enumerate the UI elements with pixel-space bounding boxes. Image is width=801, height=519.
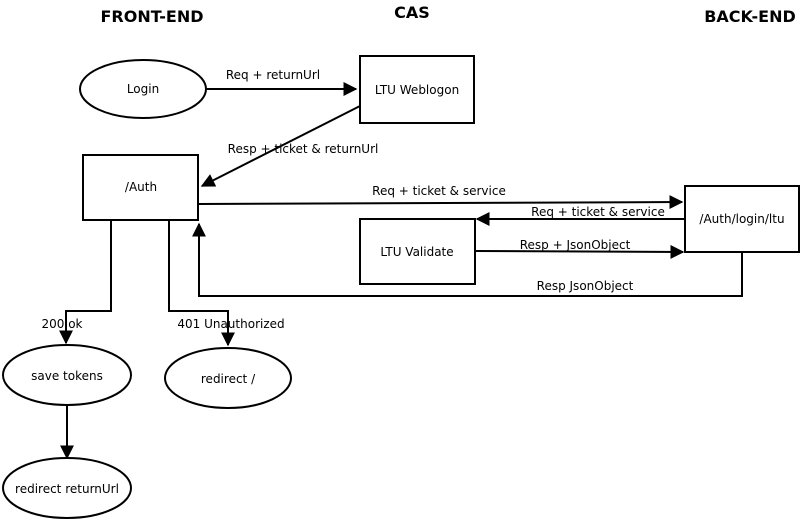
edge-label-req-ticket-service-backend: Req + ticket & service xyxy=(372,184,506,198)
node-save-tokens: save tokens xyxy=(2,344,132,406)
node-auth-login-ltu-label: /Auth/login/ltu xyxy=(699,212,784,226)
edge-login-to-weblogon: Req + returnUrl xyxy=(206,68,358,96)
edge-label-401-unauthorized: 401 Unauthorized xyxy=(177,317,284,331)
node-login-label: Login xyxy=(127,82,159,96)
edge-label-req-return-url: Req + returnUrl xyxy=(226,68,320,82)
node-auth: /Auth xyxy=(82,154,199,221)
header-cas: CAS xyxy=(394,3,430,22)
edge-auth-to-backend: Req + ticket & service xyxy=(197,184,684,210)
edge-label-resp-json-object-validate: Resp + JsonObject xyxy=(520,238,631,252)
node-redirect-root: redirect / xyxy=(164,347,292,409)
edge-auth-to-redirect-root: 401 Unauthorized xyxy=(168,220,285,347)
node-save-tokens-label: save tokens xyxy=(31,369,103,383)
node-redirect-return-url-label: redirect returnUrl xyxy=(15,482,119,496)
edge-backend-to-auth: Resp JsonObject xyxy=(192,222,743,297)
edge-validate-to-backend: Resp + JsonObject xyxy=(474,238,685,259)
node-ltu-validate: LTU Validate xyxy=(359,218,476,285)
node-redirect-return-url: redirect returnUrl xyxy=(2,457,132,519)
node-ltu-weblogon: LTU Weblogon xyxy=(359,55,475,124)
edge-auth-to-save-tokens: 200 ok xyxy=(41,220,112,345)
node-redirect-root-label: redirect / xyxy=(201,372,256,386)
edge-label-resp-ticket-return-url: Resp + ticket & returnUrl xyxy=(228,142,379,156)
node-ltu-validate-label: LTU Validate xyxy=(380,245,453,259)
header-front-end: FRONT-END xyxy=(100,7,203,26)
node-login: Login xyxy=(79,59,207,119)
node-ltu-weblogon-label: LTU Weblogon xyxy=(375,83,459,97)
edge-weblogon-to-auth: Resp + ticket & returnUrl xyxy=(200,105,379,187)
edge-label-req-ticket-service-cas: Req + ticket & service xyxy=(531,205,665,219)
node-auth-login-ltu: /Auth/login/ltu xyxy=(684,185,800,253)
edge-label-resp-json-object-auth: Resp JsonObject xyxy=(537,279,634,293)
edge-backend-to-validate: Req + ticket & service xyxy=(475,205,684,226)
node-auth-label: /Auth xyxy=(125,180,157,194)
edge-label-200-ok: 200 ok xyxy=(41,317,82,331)
header-back-end: BACK-END xyxy=(704,7,796,26)
